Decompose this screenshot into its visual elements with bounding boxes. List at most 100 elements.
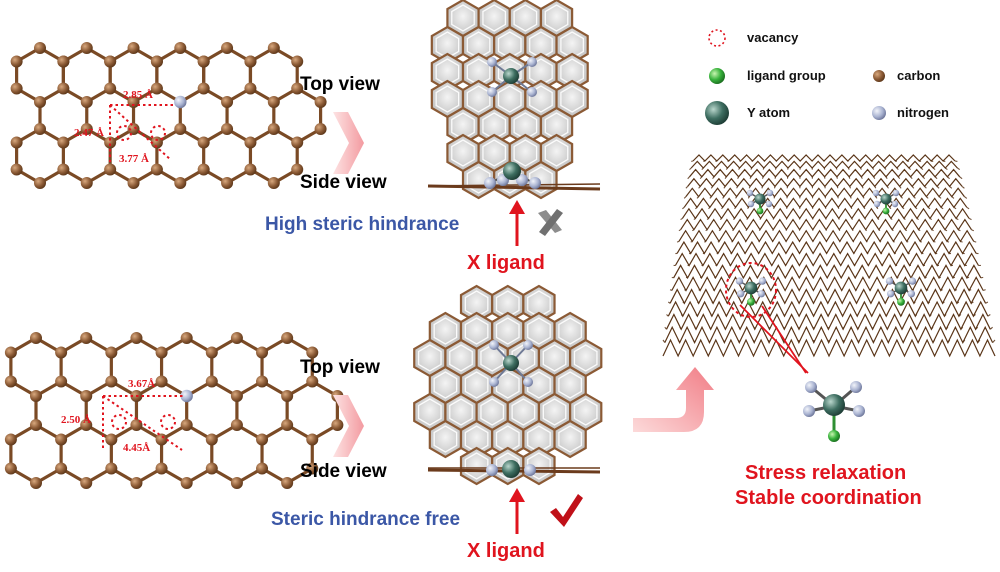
carbon-atom [230,477,243,489]
carbon-atom [197,136,210,149]
carbon-atom [127,96,140,108]
carbon-atom [281,332,294,344]
carbon-atom [127,177,140,189]
distance-label: 3.67Å [128,378,156,390]
carbon-atom [104,55,117,68]
carbon-atom [57,136,70,149]
carbon-atom [180,419,193,431]
carbon-atom [267,177,280,189]
x-ligand-label: X ligand [467,540,545,562]
top-view-structure-bottom [413,284,603,486]
distance-lines-bottom [102,395,183,451]
carbon-atom [291,82,304,95]
carbon-atom [221,42,234,54]
carbon-atom [221,177,234,189]
carbon-atom [10,55,23,68]
carbon-atom [80,96,93,108]
distance-label: 2.50 Å [61,414,91,426]
carbon-atom [4,375,17,388]
carbon-atom [306,375,319,388]
curved-arrow [633,367,714,432]
distance-label: 3.77 Å [119,153,149,165]
carbon-atom [4,346,17,359]
side-view-structure-top [427,162,601,191]
legend-vacancy-label: vacancy [747,30,799,45]
carbon-atom [197,82,210,95]
carbon-atom [10,163,23,176]
x-ligand-label: X ligand [467,252,545,274]
carbon-atom [10,136,23,149]
carbon-atom [55,433,68,446]
carbon-atom [267,42,280,54]
carbon-atom [197,163,210,176]
carbon-atom [127,123,140,135]
carbon-atom [80,390,93,402]
carbon-atom [130,332,143,344]
carbon-atom [155,462,168,475]
legend-carbon-label: carbon [897,68,941,83]
carbon-atom [105,433,118,446]
carbon-atom [55,375,68,388]
carbon-atom [34,42,46,54]
carbon-atom [80,477,93,489]
top-view-label: Top view [300,74,380,95]
carbon-atom [221,96,234,108]
carbon-atom [80,332,93,344]
carbon-atom [205,433,218,446]
carbon-atom [306,462,319,475]
distance-label: 2.47 Å [74,127,104,139]
carbon-atom [127,42,140,54]
carbon-atom [105,346,118,359]
carbon-atom [4,433,17,446]
carbon-atom [244,55,257,68]
carbon-atom [244,163,257,176]
carbon-atom [314,123,327,135]
carbon-atom [230,419,243,431]
carbon-atom [30,419,42,431]
nitrogen-icon [872,106,886,120]
carbon-atom [80,177,93,189]
carbon-atom [180,477,193,489]
carbon-atom [150,55,163,68]
carbon-atom [80,123,93,135]
graphene-bonds-top [15,46,323,185]
cross-icon [538,209,563,236]
carbon-atom [55,462,68,475]
arrow-up-top [509,200,525,246]
carbon-atom [281,390,294,402]
carbon-atom [230,390,243,402]
nitrogen-atom [180,389,193,403]
carbon-atom [205,462,218,475]
zoom-callout [725,262,809,374]
carbon-atom [291,55,304,68]
carbon-atom [80,42,93,54]
carbon-atom [256,346,269,359]
carbon-icon [873,70,885,82]
hindrance-label: High steric hindrance [265,214,460,235]
carbon-atom [104,136,117,149]
carbon-atom [57,82,70,95]
carbon-atom [197,55,210,68]
carbon-atom [174,123,187,135]
graphene-sheet-perspective [662,154,996,358]
carbon-atom [306,433,319,446]
carbon-atom [105,462,118,475]
carbon-atom [281,419,294,431]
distance-label: 2.85 Å [123,89,153,101]
top-view-structure-top [430,0,589,200]
carbon-atom [291,163,304,176]
carbon-atom [244,136,257,149]
carbon-atom [4,462,17,475]
carbon-atom [10,82,23,95]
carbon-atom [34,123,46,135]
carbon-atom [256,375,269,388]
carbon-atom [256,462,269,475]
carbon-atom [155,375,168,388]
carbon-atom [230,332,243,344]
ligand-group-icon [709,68,725,84]
carbon-atom [281,477,294,489]
graphene-bonds-bottom [9,336,339,485]
side-view-label: Side view [300,461,387,482]
carbon-atom [80,419,93,431]
carbon-atom [104,82,117,95]
